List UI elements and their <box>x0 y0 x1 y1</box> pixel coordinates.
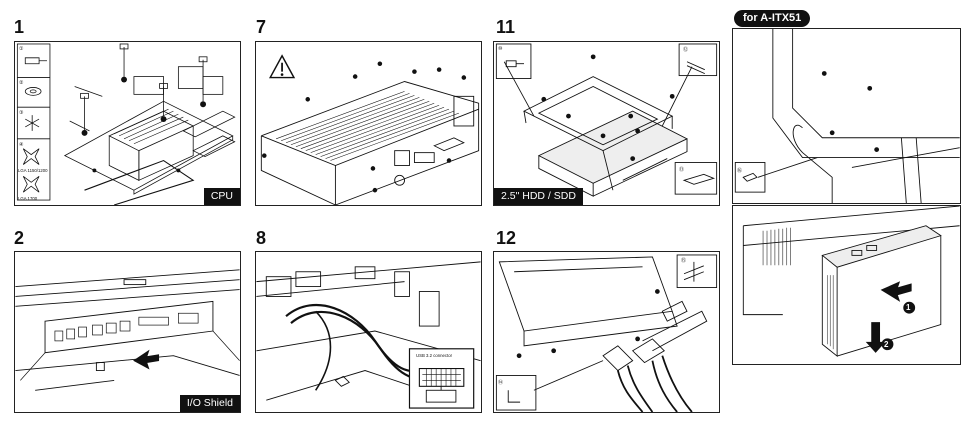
step-number-2: 2 <box>14 228 25 248</box>
part-label-4: ④ <box>19 142 24 148</box>
part-label-10: ⑩ <box>498 46 503 52</box>
panel-step-7 <box>255 41 482 206</box>
step-number-12: 12 <box>496 228 517 248</box>
panel-a-itx51-top: ⑯ <box>732 28 961 204</box>
io-shield-illustration <box>15 269 240 391</box>
step-number-1: 1 <box>14 17 25 37</box>
part-label-3: ③ <box>19 110 24 116</box>
hdd-cables-illustration <box>495 254 718 412</box>
usb-connector-label: USB 3.2 connector <box>416 353 453 358</box>
step-number-8: 8 <box>256 228 267 248</box>
caption-io-shield: I/O Shield <box>179 395 240 412</box>
socket-label-lga1700: LGA 1700 <box>18 196 38 201</box>
part-label-16: ⑯ <box>737 168 743 174</box>
chassis-illustration <box>260 54 480 205</box>
step-marker-2-text: 2 <box>884 340 889 349</box>
panel-step-11: ⑩ ⑫ ⑬ 2.5" HDD / SDD <box>493 41 720 206</box>
part-label-14: ⑭ <box>498 380 504 386</box>
caption-hdd: 2.5" HDD / SDD <box>494 188 583 205</box>
panel-step-12: ⑮ ⑭ <box>493 251 720 413</box>
step-number-7: 7 <box>256 17 267 37</box>
warning-icon <box>268 54 296 79</box>
hdd-bracket-illustration <box>495 43 718 197</box>
usb-connector-illustration <box>256 261 481 409</box>
part-label-12: ⑫ <box>683 47 689 53</box>
panel-step-1: ① ② ③ ④ LGA 1150/1200 LGA 1700 CPU <box>14 41 241 206</box>
a-itx51-mount-illustration <box>742 206 960 358</box>
part-label-2: ② <box>19 80 24 86</box>
a-itx51-chassis-illustration <box>734 29 960 203</box>
step-number-11: 11 <box>496 17 516 37</box>
model-badge: for A-ITX51 <box>734 10 811 27</box>
panel-step-8: USB 3.2 connector <box>255 251 482 413</box>
cpu-cooler-illustration <box>16 43 236 205</box>
socket-label-lga1150: LGA 1150/1200 <box>18 168 48 173</box>
step-marker-1-text: 1 <box>906 303 911 312</box>
part-label-13: ⑬ <box>679 167 685 173</box>
part-label-1: ① <box>19 46 24 52</box>
caption-cpu: CPU <box>203 188 240 205</box>
panel-step-2: I/O Shield <box>14 251 241 413</box>
part-label-15: ⑮ <box>681 258 687 264</box>
panel-a-itx51-bottom: 1 2 <box>732 205 961 365</box>
